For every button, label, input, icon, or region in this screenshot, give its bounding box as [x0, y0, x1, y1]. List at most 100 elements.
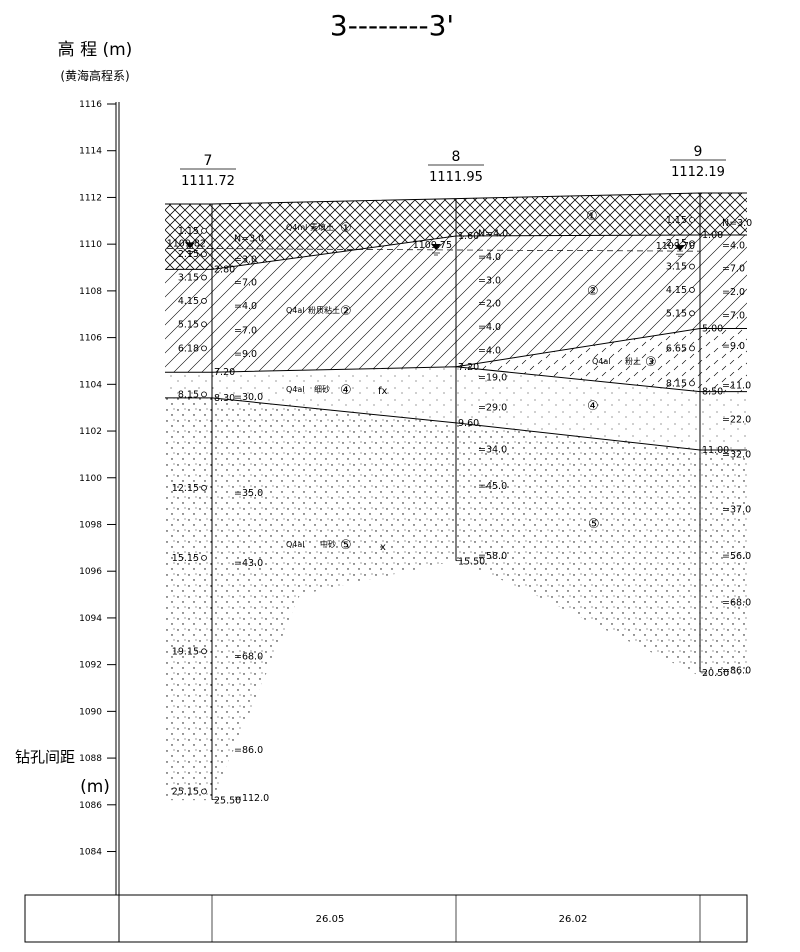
layer-labels: Q4ml 素填土 ① ① Q4al 粉质粘土 ② ② Q4al 粉土 ③ Q4a… — [286, 209, 657, 553]
spt-value: =7.0 — [234, 278, 257, 289]
region-mark-fx: fx — [378, 386, 388, 397]
sample-marker — [201, 251, 207, 258]
borehole-id: 9 — [694, 144, 703, 160]
spt-value: =37.0 — [722, 504, 751, 515]
spt-value: =4.0 — [478, 345, 501, 356]
borehole-id: 8 — [452, 149, 461, 165]
spt-value: =56.0 — [722, 551, 751, 562]
spt-value: N=3.0 — [722, 218, 752, 229]
layer-age: Q4al — [592, 357, 611, 366]
spacing-8-9: 26.02 — [559, 914, 588, 925]
sample-marker — [689, 263, 695, 270]
borehole-spacing-unit: (m) — [80, 777, 110, 797]
water-level-marker — [675, 245, 685, 252]
boundary-depth: 7.20 — [214, 367, 235, 378]
sample-marker — [689, 345, 695, 352]
water-level-elevation: 1109.70 — [656, 241, 695, 252]
layer-number: ② — [340, 304, 352, 319]
sample-depth: 1.15 — [666, 215, 687, 226]
spt-value: =35.0 — [234, 488, 263, 499]
sample-marker — [689, 310, 695, 317]
sample-depth: 3.15 — [178, 273, 199, 284]
layer-number-medium-sand-right: ⑤ — [588, 517, 600, 532]
borehole-7: 71111.7225.501.152.153.154.155.156.188.1… — [167, 153, 269, 807]
boundary-depth: 1.60 — [458, 231, 479, 242]
sample-depth: 6.18 — [178, 343, 199, 354]
spt-value: =58.0 — [478, 551, 507, 562]
tick-label: 1114 — [79, 147, 102, 157]
sample-marker — [689, 216, 695, 223]
boundary-depth: 11.00 — [702, 445, 729, 456]
spt-value: =29.0 — [478, 403, 507, 414]
spt-value: =86.0 — [234, 745, 263, 756]
sample-depth: 12.15 — [172, 483, 199, 494]
layer-number-fill-top-mid: ① — [586, 209, 598, 224]
boundary-depth: 9.60 — [458, 418, 479, 429]
tick-label: 1092 — [79, 661, 102, 671]
borehole-bottom-depth: 20.50 — [702, 668, 729, 679]
layer-label-fine-sand: Q4al 细砂 ④ fx — [286, 383, 388, 398]
boreholes: 71111.7225.501.152.153.154.155.156.188.1… — [167, 144, 752, 807]
spt-value: =86.0 — [722, 665, 751, 676]
spt-value: =45.0 — [478, 481, 507, 492]
spt-value: =32.0 — [722, 449, 751, 460]
sample-depth: 8.15 — [666, 378, 687, 389]
sample-depth: 5.15 — [666, 308, 687, 319]
water-level-elevation: 1109.75 — [413, 240, 452, 251]
axis-title: 高 程 (m) — [58, 40, 133, 60]
layer-name: 中砂 — [320, 539, 336, 549]
sample-depth: 2.15 — [178, 249, 199, 260]
spt-value: =3.0 — [478, 275, 501, 286]
borehole-8: 81111.9515.501.607.209.60N=4.0=4.0=3.0=2… — [413, 149, 508, 568]
layer-number: ⑤ — [340, 538, 352, 553]
borehole-spacing-label: 钻孔间距 — [15, 748, 75, 766]
borehole-spacing-table: 26.05 26.02 — [24, 894, 748, 943]
spt-value: =22.0 — [722, 414, 751, 425]
water-level-marker — [185, 242, 195, 249]
sample-depth: 4.15 — [666, 285, 687, 296]
boundary-depth: 2.80 — [214, 264, 235, 275]
borehole-elevation: 1111.95 — [429, 170, 483, 185]
boundary-top — [165, 192, 747, 205]
boundary-depth: 8.50 — [702, 387, 723, 398]
stratum-silt — [456, 328, 747, 392]
spt-value: =4.0 — [478, 322, 501, 333]
sample-marker — [689, 380, 695, 387]
tick-label: 1094 — [79, 614, 102, 624]
layer-label-medium-sand: Q4al 中砂 ⑤ x — [286, 538, 386, 553]
groundwater-line — [166, 248, 701, 252]
boundary-depth: 8.30 — [214, 393, 235, 404]
section-title: 3--------3' — [330, 9, 454, 42]
borehole-bottom-depth: 25.50 — [214, 796, 241, 807]
layer-number: ④ — [340, 383, 352, 398]
sample-marker — [201, 788, 207, 795]
layer-age: Q4al — [286, 306, 305, 315]
sample-marker — [201, 227, 207, 234]
axis-subtitle: (黄海高程系) — [60, 68, 129, 83]
sample-marker — [201, 321, 207, 328]
spt-value: =7.0 — [234, 326, 257, 337]
elevation-ticks: 1116111411121110110811061104110211001098… — [79, 100, 116, 858]
layer-age: Q4al — [286, 385, 305, 394]
water-level-marker — [431, 244, 441, 250]
spt-value: N=4.0 — [478, 229, 508, 240]
tick-label: 1098 — [79, 520, 102, 530]
borehole-elevation: 1111.72 — [181, 174, 235, 189]
tick-label: 1088 — [79, 754, 102, 764]
spt-value: =34.0 — [478, 445, 507, 456]
spt-value: =9.0 — [234, 349, 257, 360]
stratum-medium-sand — [165, 397, 747, 801]
spt-value: =2.0 — [478, 299, 501, 310]
tick-label: 1102 — [79, 427, 102, 437]
tick-label: 1084 — [79, 848, 102, 858]
tick-label: 1110 — [79, 240, 102, 250]
borehole-9: 91112.1920.501.152.153.154.155.156.658.1… — [656, 144, 752, 679]
sample-marker — [689, 287, 695, 293]
sample-marker — [201, 274, 207, 281]
tick-label: 1096 — [79, 567, 102, 577]
sample-marker — [201, 554, 207, 561]
spt-value: =43.0 — [234, 558, 263, 569]
boundary-depth: 7.20 — [458, 362, 479, 373]
layer-label-silt: Q4al 粉土 ③ — [592, 355, 657, 370]
sample-depth: 15.15 — [172, 553, 199, 564]
